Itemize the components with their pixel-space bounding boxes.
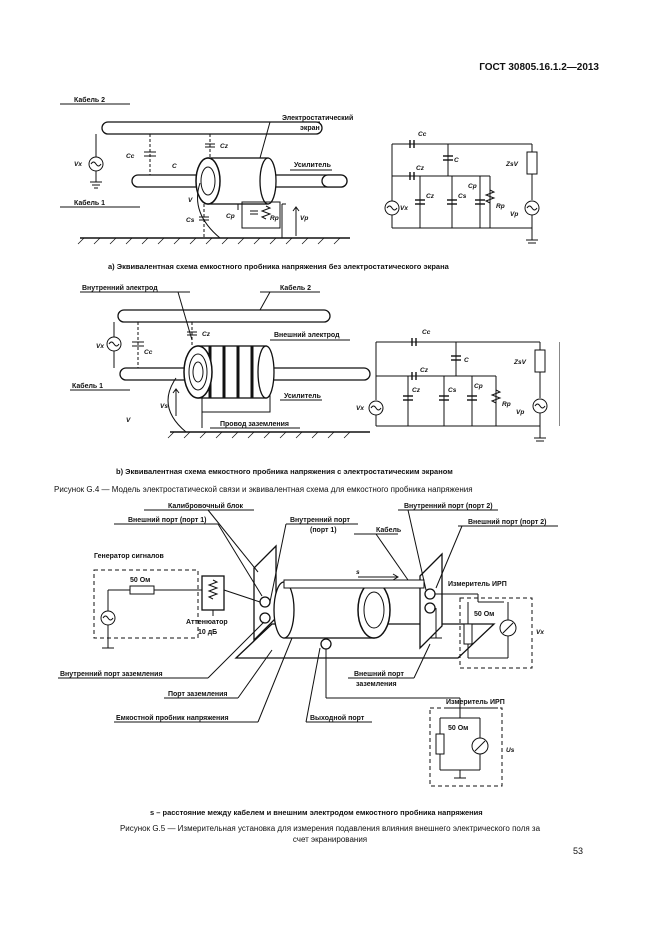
label-r50b: 50 Ом [474,611,494,618]
label-cc-a: Cc [126,153,135,160]
label-cs-a: Cs [186,217,195,224]
label-inner1b: (порт 1) [310,527,337,534]
label-meter1: Измеритель ИРП [448,581,507,588]
label-inner-b: Внутренний электрод [82,284,158,292]
label-screen-a2: экран [300,125,320,132]
label-rp-a: Rp [270,215,279,222]
circ-a-cc: Cc [418,131,427,138]
circ-b-vp: Vp [516,409,524,416]
label-cable1-a: Кабель 1 [74,199,105,207]
label-amp-b: Усилитель [284,393,322,400]
label-cable2-b: Кабель 2 [280,284,311,292]
label-vx-g5: Vx [536,629,544,636]
label-outer-b: Внешний электрод [274,331,340,339]
label-vs-b: Vs [160,403,168,410]
label-r50a: 50 Ом [130,577,150,584]
note-g5: s – расстояние между кабелем и внешним э… [150,808,483,817]
label-cc-b: Cc [144,349,153,356]
label-gnd-port: Порт заземления [168,691,227,698]
label-vx-b: Vx [96,343,104,350]
circ-b-vx: Vx [356,405,364,412]
label-amp-a: Усилитель [294,162,332,169]
circ-a-cs: Cs [458,193,467,200]
label-vp-a: Vp [300,215,308,222]
label-c-a: C [172,163,177,170]
circ-a-cz2: Cz [426,193,435,200]
label-cz-a: Cz [220,143,229,150]
circ-a-zsv: ZsV [505,161,519,168]
label-cable1-b: Кабель 1 [72,382,103,390]
label-gen: Генератор сигналов [94,553,164,560]
label-calib: Калибровочный блок [168,502,243,510]
label-att1: Аттенюатор [186,619,228,626]
circ-b-zsv: ZsV [513,359,527,366]
label-inner1a: Внутренний порт [290,516,351,524]
label-inner-gnd: Внутренний порт заземления [60,670,163,678]
label-screen-a1: Электростатический [282,114,353,122]
circ-b-cz: Cz [420,367,429,374]
circ-a-cz: Cz [416,165,425,172]
page-number: 53 [572,846,583,856]
figure-g5-title: Рисунок G.5 — Измерительная установка дл… [40,823,620,845]
label-v-a: V [188,197,193,204]
circ-a-cp: Cp [468,183,477,190]
label-vx-a: Vx [74,161,82,168]
label-outer-gnd2: заземления [356,681,397,688]
label-outer-gnd1: Внешний порт [354,670,404,678]
figure-g5-title-line1: Рисунок G.5 — Измерительная установка дл… [119,824,541,833]
circ-b-rp: Rp [502,401,511,408]
document-header: ГОСТ 30805.16.1.2—2013 [479,62,599,73]
label-meter2: Измеритель ИРП [446,699,505,706]
circ-a-c: C [454,157,459,164]
circ-b-c: C [464,357,469,364]
circ-b-cz2: Cz [412,387,421,394]
figure-g4-title: Рисунок G.4 — Модель электростатической … [54,485,473,494]
label-v-b: V [126,417,131,424]
label-cz-b: Cz [202,331,211,338]
label-r50c: 50 Ом [448,725,468,732]
circ-b-cc: Cc [422,329,431,336]
label-probe: Емкостной пробник напряжения [116,714,229,722]
label-outer2: Внешний порт (порт 2) [468,518,546,526]
circ-a-vp: Vp [510,211,518,218]
circ-b-cs: Cs [448,387,457,394]
label-cable2-a: Кабель 2 [74,96,105,104]
circ-b-cp: Cp [474,383,483,390]
circ-a-vx: Vx [400,205,408,212]
label-cable: Кабель [376,526,402,534]
label-us: Us [506,747,515,754]
label-att2: 10 дБ [198,629,217,636]
label-cp-a: Cp [226,213,235,220]
label-s: s [356,569,360,576]
figure-g5-diagram: Калибровочный блок Внешний порт (порт 1)… [58,502,558,787]
label-out-port: Выходной порт [310,714,365,722]
caption-g4a: а) Эквивалентная схема емкостного пробни… [108,262,449,271]
figure-g4a-diagram: Кабель 2 Кабель 1 Электростатический экр… [60,96,540,245]
label-ground-b: Провод заземления [220,421,289,428]
circ-a-rp: Rp [496,203,505,210]
figure-g4b-diagram: Внутренний электрод Кабель 2 Внешний эле… [70,284,560,442]
figure-g5-title-line2: счет экранирования [292,835,368,844]
caption-g4b: b) Эквивалентная схема емкостного пробни… [116,467,453,476]
label-inner2: Внутренний порт (порт 2) [404,502,493,510]
label-outer1: Внешний порт (порт 1) [128,516,206,524]
